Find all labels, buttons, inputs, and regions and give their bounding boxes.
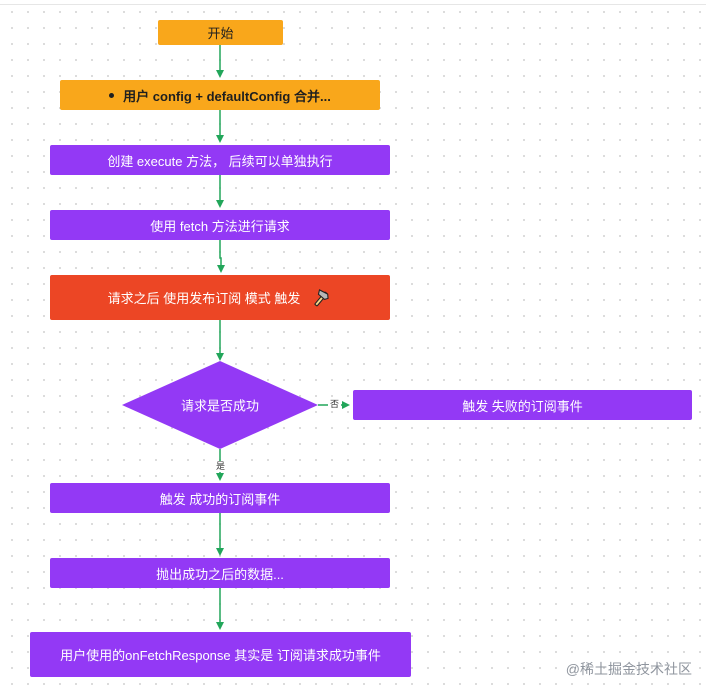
- fail-event-label: 触发 失败的订阅事件: [462, 398, 583, 414]
- create-execute-node[interactable]: 创建 execute 方法， 后续可以单独执行: [50, 145, 390, 175]
- publish-subscribe-label: 请求之后 使用发布订阅 模式 触发: [107, 291, 301, 306]
- hammer-icon: [310, 288, 332, 308]
- create-execute-label: 创建 execute 方法， 后续可以单独执行: [107, 153, 333, 169]
- fail-event-node[interactable]: 触发 失败的订阅事件: [353, 390, 692, 420]
- edge-label-no: 否: [328, 399, 342, 410]
- start-label: 开始: [207, 26, 234, 41]
- throw-data-label: 抛出成功之后的数据...: [156, 566, 284, 582]
- throw-data-node[interactable]: 抛出成功之后的数据...: [50, 558, 390, 588]
- success-event-node[interactable]: 触发 成功的订阅事件: [50, 483, 390, 513]
- use-fetch-label: 使用 fetch 方法进行请求: [150, 218, 290, 234]
- merge-config-label: 用户 config + defaultConfig 合并...: [123, 88, 331, 104]
- watermark-text: @稀土掘金技术社区: [565, 661, 692, 677]
- decision-diamond[interactable]: [122, 361, 318, 449]
- on-fetch-response-node[interactable]: 用户使用的onFetchResponse 其实是 订阅请求成功事件: [30, 632, 411, 677]
- decision-label: 请求是否成功: [180, 398, 260, 414]
- on-fetch-response-label: 用户使用的onFetchResponse 其实是 订阅请求成功事件: [60, 648, 381, 663]
- start-node[interactable]: 开始: [158, 20, 283, 45]
- watermark: @稀土掘金技术社区: [566, 659, 692, 679]
- edge-fetch-publish: [217, 240, 225, 273]
- publish-subscribe-node[interactable]: 请求之后 使用发布订阅 模式 触发: [50, 275, 390, 320]
- use-fetch-node[interactable]: 使用 fetch 方法进行请求: [50, 210, 390, 240]
- edge-label-yes: 是: [214, 461, 228, 472]
- merge-config-node[interactable]: 用户 config + defaultConfig 合并...: [60, 80, 380, 110]
- bullet-dot: [109, 92, 115, 98]
- top-divider: [0, 4, 706, 5]
- success-event-label: 触发 成功的订阅事件: [159, 491, 281, 507]
